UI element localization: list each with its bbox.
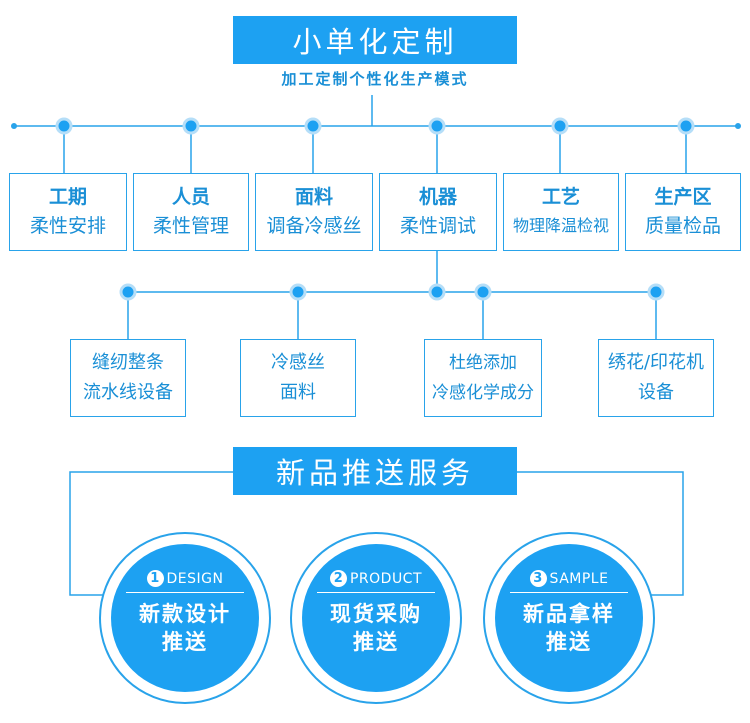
machine-line: 杜绝添加 [449,353,517,373]
circle-heading: 1 DESIGN [111,570,259,587]
node-dot [119,283,137,301]
rail-end-dot [11,123,17,129]
service-frame-right [517,471,684,596]
rail-end-dot [735,123,741,129]
node-dot [428,283,446,301]
category-box: 机器 柔性调试 [379,173,497,251]
service-circle: 2 PRODUCT 现货采购 推送 [302,570,450,670]
category-box: 工期 柔性安排 [9,173,127,251]
category-sub: 柔性管理 [152,215,229,237]
service-circle: 3 SAMPLE 新品拿样 推送 [495,570,643,670]
circle-divider [510,592,628,593]
circle-tag: SAMPLE [549,570,609,587]
machine-box: 缝纫整条 流水线设备 [70,339,186,417]
circle-tag: PRODUCT [349,570,423,587]
subtitle: 加工定制个性化生产模式 [281,70,469,88]
machine-line: 冷感丝 [271,352,325,373]
service-title: 新品推送服务 [275,456,474,490]
category-sub: 柔性调试 [399,215,476,237]
category-title: 生产区 [654,186,712,208]
machine-line: 绣花/印花机 [607,352,705,373]
node-dot [647,283,665,301]
machine-line: 冷感化学成分 [432,383,534,403]
service-frame-left [69,471,233,596]
node-dot [55,117,73,135]
node-dot [474,283,492,301]
number-badge: 3 [529,570,547,587]
category-box: 面料 调备冷感丝 [255,173,373,251]
machine-line: 流水线设备 [83,382,173,403]
circle-line: 推送 [353,630,399,654]
title-banner: 小单化定制 [233,16,517,64]
circle-heading: 2 PRODUCT [302,570,450,587]
circle-line: 新品拿样 [523,602,615,626]
circle-line: 新款设计 [139,602,231,626]
node-dot [677,117,695,135]
machine-box: 绣花/印花机 设备 [598,339,714,417]
node-dot [551,117,569,135]
category-sub: 质量检品 [644,215,721,237]
page-title: 小单化定制 [292,25,458,59]
circle-heading: 3 SAMPLE [495,570,643,587]
node-dot [304,117,322,135]
circle-line: 现货采购 [330,602,422,626]
number-badge: 1 [146,570,164,587]
category-sub: 调备冷感丝 [266,215,362,237]
machine-line: 设备 [638,382,674,403]
machine-box: 冷感丝 面料 [240,339,356,417]
service-banner: 新品推送服务 [233,447,517,495]
category-title: 工艺 [541,186,580,208]
category-box: 生产区 质量检品 [625,173,741,251]
circle-divider [126,592,244,593]
service-circle: 1 DESIGN 新款设计 推送 [111,570,259,670]
category-title: 工期 [48,186,87,208]
category-title: 人员 [171,186,210,208]
category-box: 人员 柔性管理 [133,173,249,251]
machine-box: 杜绝添加 冷感化学成分 [424,339,542,417]
category-box: 工艺 物理降温检视 [503,173,619,251]
category-sub: 物理降温检视 [512,216,609,235]
number-badge: 2 [329,570,347,587]
category-title: 面料 [294,186,333,208]
machine-line: 缝纫整条 [92,352,164,373]
circle-tag: DESIGN [166,570,224,587]
circle-divider [317,592,435,593]
machine-line: 面料 [280,382,316,403]
node-dot [182,117,200,135]
circle-line: 推送 [162,630,208,654]
category-title: 机器 [418,186,457,208]
circle-line: 推送 [546,630,592,654]
category-sub: 柔性安排 [29,215,106,237]
node-dot [428,117,446,135]
node-dot [289,283,307,301]
